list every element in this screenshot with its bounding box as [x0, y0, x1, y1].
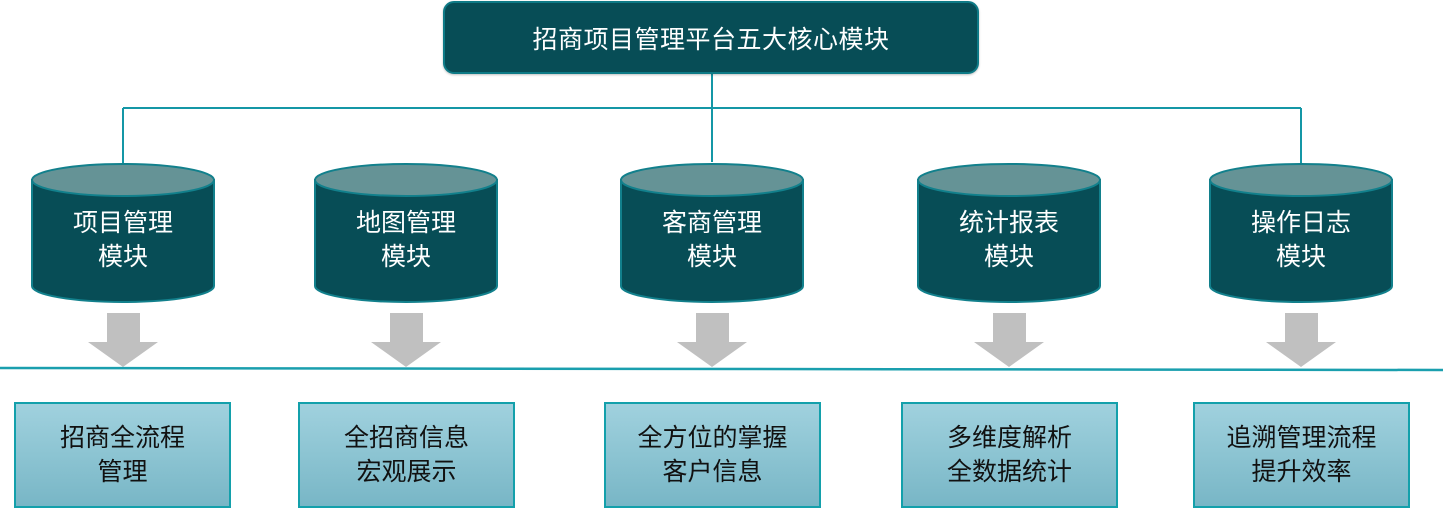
module-suffix: 模块 [983, 242, 1034, 271]
cylinder-top [31, 163, 215, 197]
cylinder-top [1209, 163, 1393, 197]
cylinder-body [917, 179, 1101, 303]
cylinder-3 [620, 163, 804, 303]
result-line: 管理 [97, 457, 148, 486]
result-line: 多维度解析 [946, 423, 1072, 452]
title-box: 招商项目管理平台五大核心模块 [443, 1, 979, 74]
cylinder-top [917, 163, 1101, 197]
down-arrow-icon [88, 313, 158, 367]
cylinder-body [620, 179, 804, 303]
module-label-merchant: 客商管理 模块 [621, 206, 803, 274]
cylinder-body [31, 179, 215, 303]
result-line: 招商全流程 [59, 423, 185, 452]
module-name: 统计报表 [958, 208, 1059, 237]
module-suffix: 模块 [1275, 242, 1326, 271]
result-box-project: 招商全流程管理 [14, 402, 231, 508]
down-arrow-icon [1266, 313, 1336, 367]
result-box-statistics: 多维度解析全数据统计 [901, 402, 1118, 508]
result-line: 全数据统计 [946, 457, 1072, 486]
result-line: 提升效率 [1251, 457, 1352, 486]
down-arrow-icon [677, 313, 747, 367]
cylinder-5 [1209, 163, 1393, 303]
cylinder-2 [314, 163, 498, 303]
cylinders [31, 163, 1393, 303]
title-text: 招商项目管理平台五大核心模块 [532, 24, 890, 54]
module-suffix: 模块 [686, 242, 737, 271]
module-name: 操作日志 [1250, 208, 1351, 237]
result-line: 全招商信息 [343, 423, 469, 452]
connector-lines [122, 74, 1302, 166]
module-name: 地图管理 [355, 208, 456, 237]
result-line: 客户信息 [662, 457, 763, 486]
result-box-merchant: 全方位的掌握客户信息 [604, 402, 821, 508]
module-label-map: 地图管理 模块 [315, 206, 497, 274]
result-box-map: 全招商信息宏观展示 [298, 402, 515, 508]
cylinder-1 [31, 163, 215, 303]
cylinder-top [314, 163, 498, 197]
module-name: 项目管理 [72, 208, 173, 237]
module-label-oplog: 操作日志 模块 [1210, 206, 1392, 274]
result-box-oplog: 追溯管理流程提升效率 [1193, 402, 1410, 508]
cylinder-body [1209, 179, 1393, 303]
module-suffix: 模块 [97, 242, 148, 271]
module-suffix: 模块 [380, 242, 431, 271]
divider-line [0, 366, 1443, 372]
result-line: 全方位的掌握 [637, 423, 788, 452]
module-name: 客商管理 [661, 208, 762, 237]
cylinder-4 [917, 163, 1101, 303]
module-label-project: 项目管理 模块 [32, 206, 214, 274]
cylinder-body [314, 179, 498, 303]
cylinder-top [620, 163, 804, 197]
result-line: 宏观展示 [356, 457, 457, 486]
down-arrows [88, 313, 1336, 367]
module-label-statistics: 统计报表 模块 [918, 206, 1100, 274]
down-arrow-icon [371, 313, 441, 367]
result-line: 追溯管理流程 [1226, 423, 1377, 452]
down-arrow-icon [974, 313, 1044, 367]
